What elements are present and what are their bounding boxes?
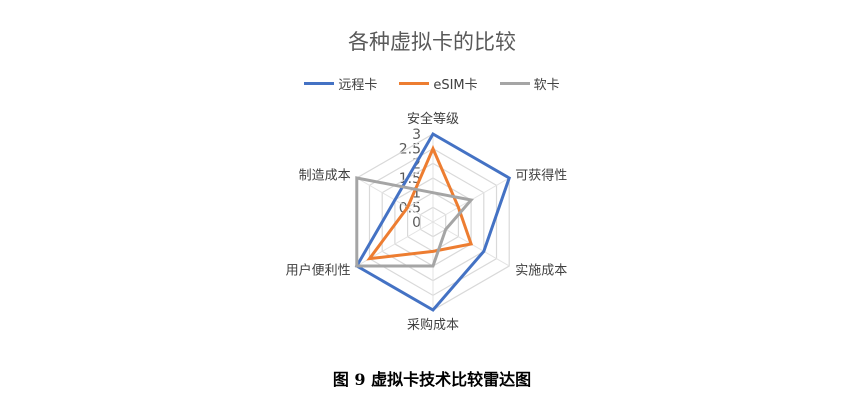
category-label: 可获得性 xyxy=(515,167,567,183)
category-label: 采购成本 xyxy=(407,317,459,333)
legend-item: 远程卡 xyxy=(304,74,377,93)
tick-label: 0 xyxy=(412,215,421,231)
figure-caption: 图 9 虚拟卡技术比较雷达图 xyxy=(332,370,532,389)
legend-label: 软卡 xyxy=(533,78,560,93)
tick-label: 2.5 xyxy=(399,142,421,158)
category-label: 实施成本 xyxy=(515,264,567,279)
tick-label: 1 xyxy=(412,186,421,202)
legend-label: 远程卡 xyxy=(338,78,378,93)
tick-label: 3 xyxy=(412,127,421,143)
legend-swatch xyxy=(499,82,530,85)
legend-swatch xyxy=(399,82,430,85)
legend-item: 软卡 xyxy=(499,74,560,93)
chart-title: 各种虚拟卡的比较 xyxy=(348,30,516,54)
legend-swatch xyxy=(304,82,335,85)
category-label: 用户便利性 xyxy=(286,263,351,279)
category-label: 安全等级 xyxy=(407,111,459,127)
legend-label: eSIM卡 xyxy=(433,78,478,93)
category-label: 制造成本 xyxy=(299,168,351,183)
legend-item: eSIM卡 xyxy=(399,74,478,93)
legend: 远程卡 eSIM卡 软卡 xyxy=(0,74,864,93)
